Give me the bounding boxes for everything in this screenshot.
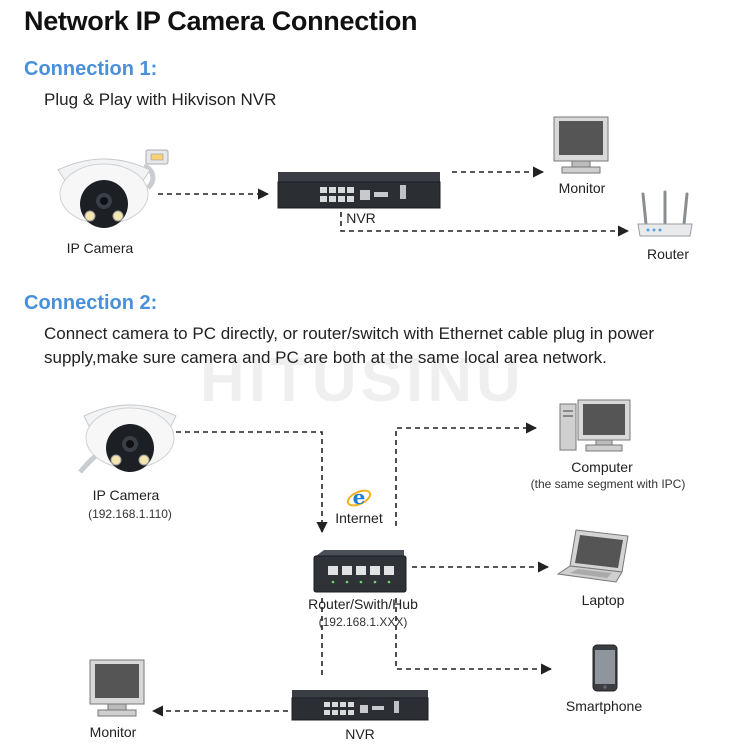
connection2-description-line1: Connect camera to PC directly, or router… <box>44 324 655 343</box>
laptop-label: Laptop <box>581 592 625 608</box>
page-title: Network IP Camera Connection <box>24 6 418 36</box>
connection1-heading: Connection 1: <box>24 58 158 80</box>
watermark: HITUSINU <box>200 346 525 415</box>
computer-note: (the same segment with IPC) <box>530 477 686 491</box>
ip-camera-icon <box>57 149 169 228</box>
connection2-description-line2: supply,make sure camera and PC are both … <box>44 348 607 367</box>
link-router-smartphone <box>395 598 553 675</box>
internet-label: Internet <box>335 510 383 526</box>
connection2-heading: Connection 2: <box>24 292 158 314</box>
laptop-icon <box>556 529 629 583</box>
switch-icon <box>313 550 407 593</box>
nvr-icon <box>277 172 441 209</box>
smartphone-icon <box>592 644 618 692</box>
router-icon <box>637 190 693 237</box>
camera-2-label: IP Camera <box>92 487 160 503</box>
monitor-icon-2 <box>89 659 145 717</box>
smartphone-label: Smartphone <box>565 698 643 714</box>
camera-label: IP Camera <box>66 240 134 256</box>
internet-icon: e <box>346 486 372 509</box>
svg-text:e: e <box>353 486 366 509</box>
monitor-label: Monitor <box>558 180 606 196</box>
switch-label: Router/Swith/Hub <box>308 596 418 612</box>
computer-label: Computer <box>571 459 633 475</box>
link-router-computer <box>395 422 538 526</box>
ip-camera-icon-2 <box>78 404 177 474</box>
nvr-icon-2 <box>291 690 429 721</box>
camera-ip-label: (192.168.1.110) <box>88 507 172 521</box>
connection1-description: Plug & Play with Hikvison NVR <box>44 90 277 109</box>
link-nvr-router <box>340 212 630 237</box>
monitor-icon <box>553 116 609 174</box>
monitor-2-label: Monitor <box>89 724 137 740</box>
link-camera-router <box>176 431 328 534</box>
computer-icon <box>559 399 631 452</box>
nvr-label: NVR <box>346 210 376 226</box>
switch-ip-label: (192.168.1.XXX) <box>318 615 408 629</box>
nvr-2-label: NVR <box>345 726 375 742</box>
router-label: Router <box>646 246 690 262</box>
